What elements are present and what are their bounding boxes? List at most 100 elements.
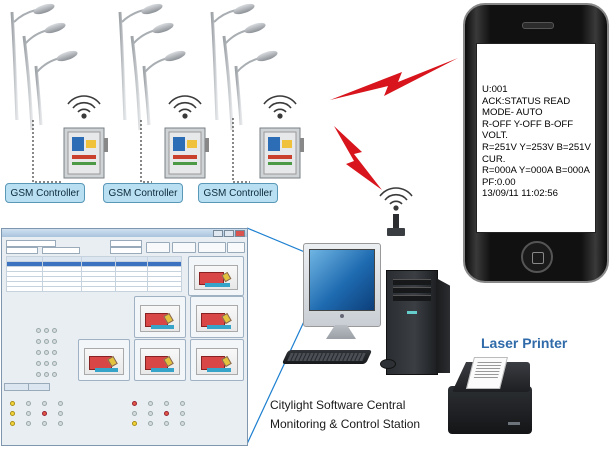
software-select xyxy=(6,247,38,254)
indicator-dot xyxy=(52,350,57,355)
phone-screen-line: R=251V Y=253V B=251V xyxy=(482,141,591,153)
controller-cabinet-1 xyxy=(63,127,108,179)
wireless-signal-icon-1 xyxy=(67,95,101,119)
phone-screen-line: R-OFF Y-OFF B-OFF xyxy=(482,118,574,130)
maximize-icon xyxy=(224,230,234,237)
indicator-dot xyxy=(36,350,41,355)
indicator-dot xyxy=(26,401,31,406)
indicator-dot xyxy=(58,421,63,426)
chart-panel xyxy=(190,296,244,338)
controller-cabinet-2 xyxy=(164,127,209,179)
table-row xyxy=(5,286,183,292)
software-select xyxy=(6,240,56,247)
indicator-dot xyxy=(164,421,169,426)
phone-home-button xyxy=(521,241,553,273)
chart-panel xyxy=(78,339,130,381)
indicator-dot xyxy=(180,401,185,406)
software-toolbar xyxy=(6,239,245,256)
gsm-modem-antenna xyxy=(387,214,405,236)
indicator-dot xyxy=(42,401,47,406)
printer-logo xyxy=(508,422,520,425)
phase-panel xyxy=(50,291,90,315)
phone-screen-line: PF:0.00 xyxy=(482,176,516,188)
printer-body xyxy=(448,386,532,434)
street-light-pole-group-1 xyxy=(10,3,78,131)
phase-panel xyxy=(6,291,46,315)
wireless-signal-icon-station xyxy=(379,187,413,211)
software-button xyxy=(172,242,196,253)
indicator-dot xyxy=(58,411,63,416)
phone-screen-line: U:001 xyxy=(482,84,508,95)
phone-screen-line: ACK:STATUS READ xyxy=(482,95,571,107)
software-date-field xyxy=(110,240,142,247)
gsm-controller-label-2: GSM Controller xyxy=(103,183,183,203)
power-led xyxy=(407,311,417,314)
keyboard xyxy=(281,350,373,364)
indicator-dot xyxy=(44,339,49,344)
close-icon xyxy=(235,230,245,237)
indicator-dot xyxy=(44,372,49,377)
monitor-stand xyxy=(326,325,356,339)
computer-tower xyxy=(386,270,438,375)
indicator-dot xyxy=(44,328,49,333)
software-window-titlebar xyxy=(2,229,247,237)
street-light-pole-group-3 xyxy=(210,3,278,131)
drive-bay xyxy=(393,279,431,285)
street-light-pole-group-2 xyxy=(118,3,186,131)
computer-mouse xyxy=(380,359,396,369)
callout-lines xyxy=(246,227,315,445)
indicator-dot xyxy=(26,421,31,426)
station-caption-line-1: Citylight Software Central xyxy=(270,398,406,412)
indicator-dot xyxy=(164,401,169,406)
chart-panel xyxy=(134,339,186,381)
lightning-bolt-upper xyxy=(330,58,458,100)
software-button xyxy=(198,242,226,253)
phone-screen-line: 13/09/11 11:02:56 xyxy=(482,188,558,200)
indicator-dot xyxy=(180,411,185,416)
indicator-dot xyxy=(164,411,169,416)
software-button xyxy=(227,242,245,253)
indicator-dot xyxy=(44,361,49,366)
indicator-dot xyxy=(44,350,49,355)
indicator-dot xyxy=(42,421,47,426)
phone-screen: U:001 ACK:STATUS READ MODE- AUTO R-OFF Y… xyxy=(476,43,596,233)
phone-speaker xyxy=(522,22,554,29)
wireless-signal-icon-2 xyxy=(168,95,202,119)
indicator-dot xyxy=(148,421,153,426)
drive-bay xyxy=(393,295,431,301)
chart-panel xyxy=(188,256,244,296)
software-date-field xyxy=(110,247,142,254)
mobile-phone: U:001 ACK:STATUS READ MODE- AUTO R-OFF Y… xyxy=(463,3,609,283)
indicator-dot xyxy=(42,411,47,416)
indicator-dot xyxy=(180,421,185,426)
indicator-dot xyxy=(132,421,137,426)
controller-cabinets xyxy=(63,127,304,179)
chart-panel xyxy=(134,296,186,338)
phone-screen-line: R=000A Y=000A B=000A xyxy=(482,165,590,177)
wireless-signal-icons xyxy=(67,95,413,211)
indicator-dot xyxy=(52,372,57,377)
phone-screen-line: MODE- AUTO xyxy=(482,107,543,119)
window-controls xyxy=(212,230,245,240)
indicator-dot xyxy=(36,361,41,366)
indicator-dot xyxy=(36,328,41,333)
gsm-controller-label-1: GSM Controller xyxy=(5,183,85,203)
controller-cabinet-3 xyxy=(259,127,304,179)
table-row xyxy=(5,261,183,267)
chart-panel xyxy=(190,339,244,381)
desktop-monitor xyxy=(303,243,381,327)
station-caption-line-2: Monitoring & Control Station xyxy=(270,417,421,431)
gsm-controller-label-3: GSM Controller xyxy=(198,183,278,203)
phone-screen-line: CUR. xyxy=(482,153,506,165)
indicator-dot xyxy=(10,401,15,406)
lightning-bolt-lower xyxy=(334,126,382,190)
indicator-dot xyxy=(148,401,153,406)
indicator-dot xyxy=(10,411,15,416)
station-caption: Citylight Software Central Monitoring & … xyxy=(270,396,420,434)
software-window-thumbnail xyxy=(1,228,248,446)
phone-screen-line: VOLT. xyxy=(482,130,508,142)
computer-tower-side xyxy=(436,278,450,373)
signal-lightning-bolts xyxy=(330,58,458,190)
software-tab xyxy=(28,383,50,391)
